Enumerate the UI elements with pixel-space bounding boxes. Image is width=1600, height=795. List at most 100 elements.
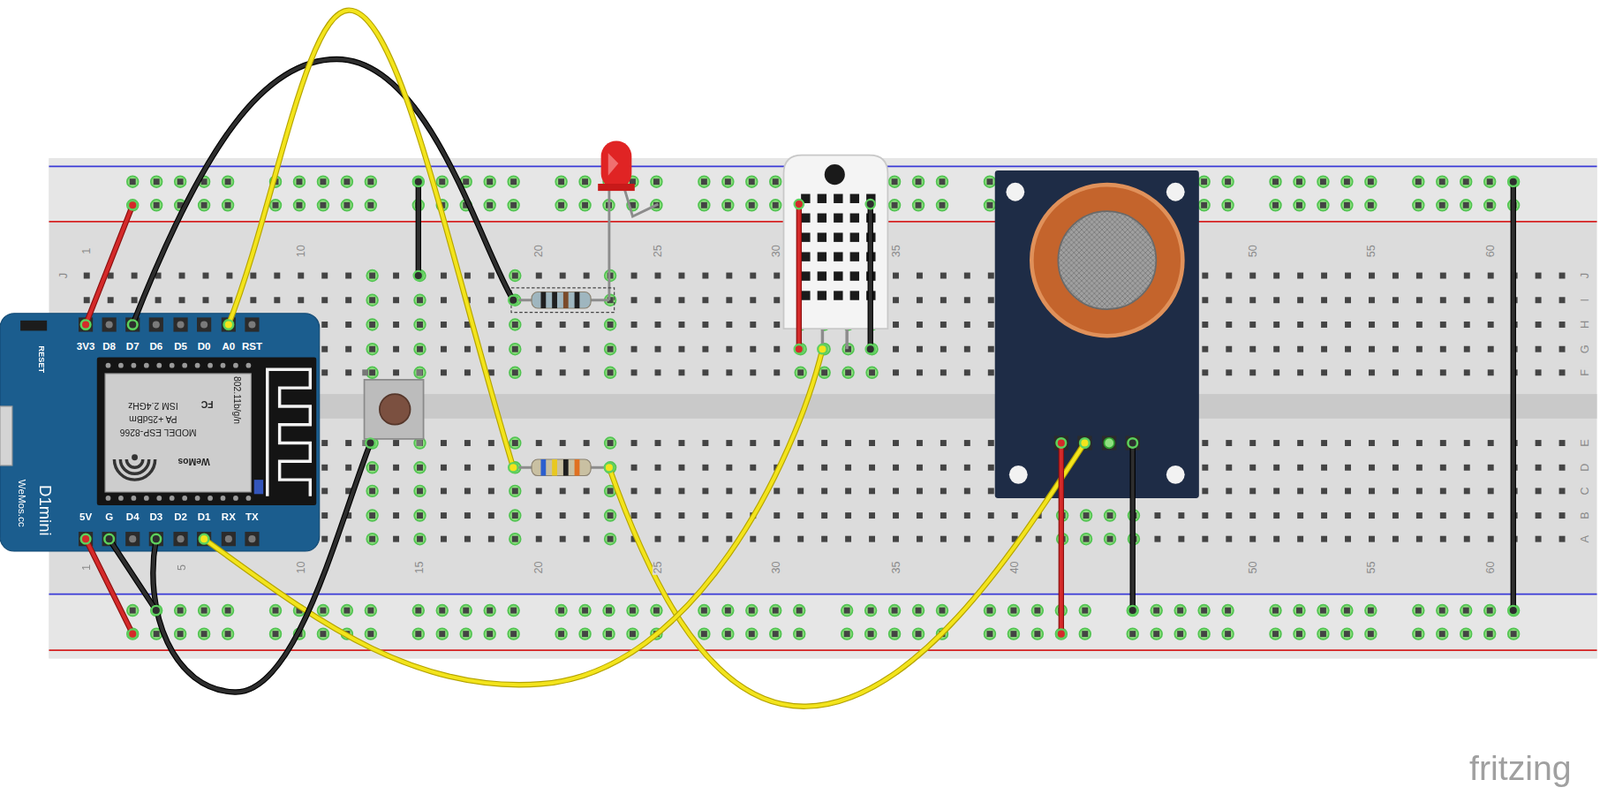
vent-slot [817, 232, 827, 242]
breadboard-index: F [1578, 368, 1591, 378]
vent-slot [833, 251, 843, 261]
vent-slot [800, 251, 810, 261]
breadboard-hole [321, 369, 328, 376]
connected-hole [317, 627, 330, 640]
module-pin [1125, 435, 1140, 450]
breadboard-hole [892, 512, 899, 519]
button-leg [362, 369, 369, 376]
breadboard-hole [1367, 630, 1374, 637]
header-pin [244, 316, 259, 332]
resistor-band [574, 459, 581, 476]
breadboard-hole [129, 178, 136, 185]
breadboard-hole [438, 630, 446, 637]
connected-hole [746, 604, 758, 617]
connected-hole [1436, 199, 1449, 212]
breadboard-hole [440, 487, 447, 494]
breadboard-hole [535, 535, 543, 543]
breadboard-hole [1200, 202, 1208, 209]
breadboard-hole [653, 178, 660, 185]
connected-pin [1127, 437, 1139, 449]
castellated-pad [181, 362, 188, 369]
connected-hole [414, 270, 426, 282]
connected-hole [1080, 533, 1093, 545]
breadboard-hole [1535, 272, 1542, 280]
breadboard-body [48, 158, 1597, 658]
breadboard-hole [1464, 487, 1471, 494]
breadboard-hole [343, 202, 350, 209]
wire-end [128, 628, 137, 638]
vent-slot [817, 290, 827, 300]
breadboard-hole [558, 178, 565, 185]
breadboard-hole [1487, 439, 1495, 446]
rail-line-red [48, 649, 1597, 651]
smd-part [254, 479, 264, 494]
breadboard-hole [1154, 535, 1161, 543]
breadboard-hole [1559, 487, 1566, 494]
breadboard-index: 15 [414, 559, 426, 574]
breadboard-hole [321, 439, 328, 446]
breadboard-hole [1535, 512, 1542, 519]
connected-hole [698, 175, 710, 188]
resistor-band [540, 292, 546, 309]
breadboard-hole [1225, 296, 1232, 303]
breadboard-index: 1 [81, 563, 93, 572]
breadboard-hole [701, 487, 709, 494]
breadboard-hole [438, 607, 446, 614]
breadboard-hole [940, 369, 947, 376]
breadboard-hole [1201, 535, 1208, 543]
breadboard-hole [369, 535, 376, 543]
wire-outline [85, 204, 133, 325]
breadboard-hole [821, 439, 828, 446]
breadboard-hole [988, 464, 995, 471]
breadboard-hole [1416, 512, 1423, 519]
breadboard-hole [321, 346, 328, 353]
connected-hole [1436, 175, 1449, 188]
connected-hole [509, 533, 521, 545]
breadboard-hole [225, 202, 232, 209]
breadboard-hole [107, 296, 114, 303]
breadboard-hole [1344, 512, 1351, 519]
breadboard-index: G [1578, 343, 1591, 355]
connected-hole [317, 199, 330, 212]
breadboard-hole [891, 202, 899, 209]
castellated-pad [220, 362, 227, 369]
breadboard-hole [724, 630, 732, 637]
breadboard-hole [1464, 321, 1471, 328]
connected-hole [1222, 604, 1234, 617]
breadboard-hole [605, 607, 612, 614]
breadboard-hole [1464, 272, 1471, 280]
breadboard-hole [464, 464, 471, 471]
breadboard-hole [1510, 630, 1517, 637]
breadboard-hole [177, 630, 184, 637]
breadboard-hole [1440, 321, 1447, 328]
resistor [511, 287, 615, 313]
breadboard-hole [1439, 178, 1446, 185]
wire [797, 203, 801, 349]
mount-hole [1005, 182, 1025, 202]
breadboard-hole [1224, 178, 1231, 185]
breadboard-hole [1320, 346, 1328, 353]
wire-end [128, 200, 137, 210]
connected-hole [1104, 533, 1117, 545]
breadboard-hole [655, 439, 662, 446]
breadboard-hole [1535, 346, 1542, 353]
breadboard-hole [1392, 346, 1399, 353]
breadboard-hole [1177, 630, 1184, 637]
breadboard-hole [535, 321, 543, 328]
breadboard-hole [724, 202, 732, 209]
connected-hole [1198, 627, 1210, 640]
breadboard-hole [296, 202, 303, 209]
connected-hole [1126, 627, 1139, 640]
connected-pin [150, 533, 162, 544]
breadboard-hole [153, 202, 160, 209]
connected-hole [1174, 604, 1186, 617]
connected-hole [1150, 604, 1163, 617]
breadboard-hole [892, 439, 899, 446]
connected-hole [365, 604, 378, 617]
breadboard-index: 30 [770, 559, 783, 574]
breadboard-hole [773, 272, 780, 280]
breadboard-hole [1011, 512, 1019, 519]
breadboard-hole [892, 321, 899, 328]
breadboard-hole [1535, 439, 1542, 446]
connected-hole [1365, 604, 1377, 617]
